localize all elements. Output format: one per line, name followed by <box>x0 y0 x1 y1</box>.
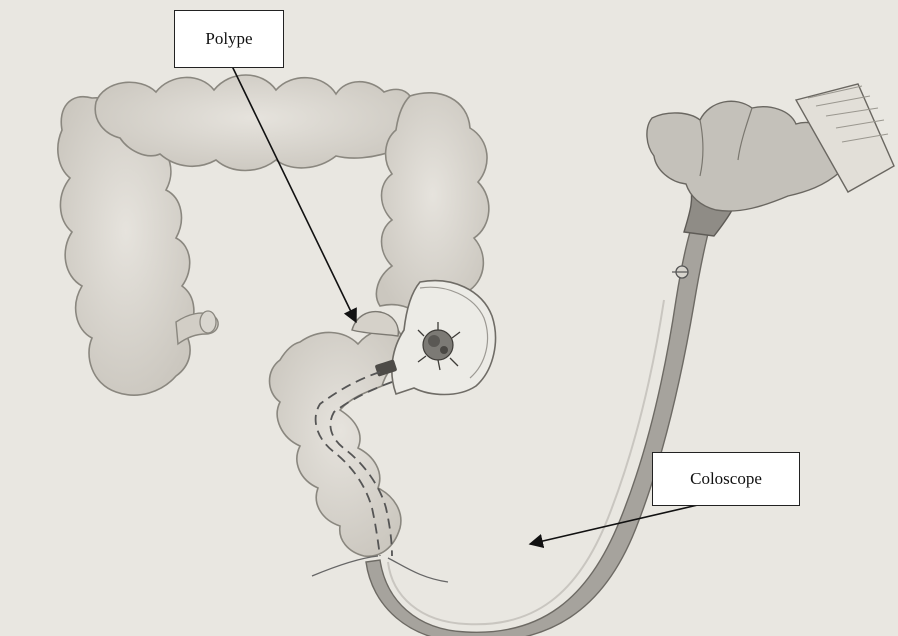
polype-label: Polype <box>174 10 284 68</box>
coloscope-label-text: Coloscope <box>690 469 762 489</box>
polype-label-text: Polype <box>205 29 252 49</box>
coloscope-label: Coloscope <box>652 452 800 506</box>
